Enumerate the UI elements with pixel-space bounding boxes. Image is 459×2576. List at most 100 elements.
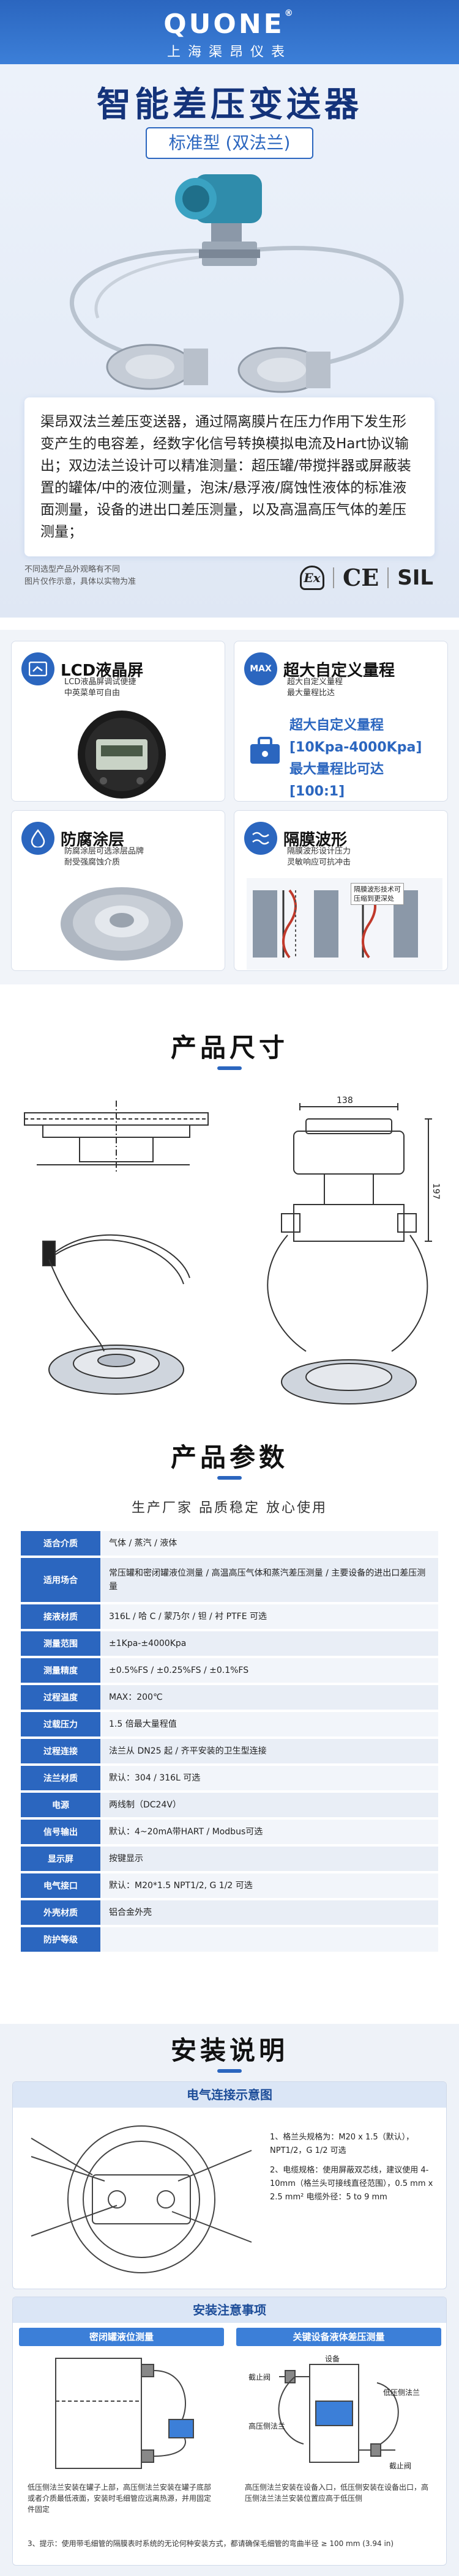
dim-138-label: 138 [337, 1096, 353, 1105]
transmitter-dimension-drawing: 138 197 [267, 1096, 441, 1404]
title-underline [217, 1066, 242, 1070]
table-row: 法兰材质默认：304 / 316L 可选 [21, 1766, 438, 1790]
label-low-pressure: 低压侧法兰 [383, 2388, 420, 2397]
table-row: 适合介质气体 / 蒸汽 / 液体 [21, 1531, 438, 1556]
param-key: 测量范围 [21, 1631, 100, 1656]
table-row: 防护等级 [21, 1927, 438, 1952]
feature-card-coating: 防腐涂层 防腐涂层可选涂层品牌 耐受强腐蚀介质 [11, 810, 225, 971]
table-row: 适用场合常压罐和密闭罐液位测量 / 高温高压气体和蒸汽差压测量 / 主要设备的进… [21, 1558, 438, 1602]
param-key: 适用场合 [21, 1558, 100, 1602]
wiring-title: 电气连接示意图 [13, 2082, 446, 2108]
feature-desc: 超大自定义量程 最大量程比达 [287, 677, 343, 698]
hero-section: QUONE® 上海渠昂仪表 智能差压变送器 标准型 (双法兰) [0, 0, 459, 618]
brand-logo: QUONE® [0, 9, 459, 40]
wiring-note: 1、格兰头规格为：M20 x 1.5（默认），NPT1/2，G 1/2 可选 [270, 2133, 414, 2155]
installation-notes-title: 安装注意事项 [13, 2297, 446, 2323]
feature-title: 隔膜波形 [283, 830, 348, 849]
param-key: 适合介质 [21, 1531, 100, 1556]
feature-card-diaphragm: 隔膜波形 隔膜波形设计压力 灵敏响应可抗冲击 隔膜波形技术可 压缩到更深处 [234, 810, 448, 971]
features-section: LCD液晶屏 LCD液晶屏调试便捷 中英菜单可自由 MAX [0, 630, 459, 984]
equipment-dp-title: 关键设备液体差压测量 [236, 2328, 441, 2346]
flange-dimension-drawing [24, 1101, 209, 1395]
param-key: 电气接口 [21, 1873, 100, 1898]
wiring-notes: 1、格兰头规格为：M20 x 1.5（默认），NPT1/2，G 1/2 可选 2… [270, 2131, 441, 2204]
closed-tank-title: 密闭罐液位测量 [19, 2328, 224, 2346]
lcd-display-image [78, 710, 166, 799]
title-underline [217, 2069, 242, 2073]
brand-reg-mark: ® [284, 9, 296, 18]
installation-section: 安装说明 电气连接示意图 1、格兰头规格为 [0, 2024, 459, 2576]
param-value: 316L / 哈 C / 蒙乃尔 / 钽 / 衬 PTFE 可选 [100, 1604, 438, 1629]
wiring-diagram [31, 2125, 252, 2273]
parameters-section: 产品参数 生产厂家 品质稳定 放心使用 适合介质气体 / 蒸汽 / 液体 适用场… [0, 1425, 459, 2024]
feature-desc: LCD液晶屏调试便捷 中英菜单可自由 [64, 677, 136, 698]
range-detail: 超大自定义量程 [10Kpa-4000Kpa] 最大量程比可达 [100:1] [289, 718, 422, 799]
installation-title: 安装说明 [170, 2035, 288, 2065]
equipment-dp-panel: 关键设备液体差压测量 截止阀 设备 低压侧法兰 高 [230, 2323, 446, 2537]
dimensions-section: 产品尺寸 [0, 1003, 459, 1425]
parameters-table: 适合介质气体 / 蒸汽 / 液体 适用场合常压罐和密闭罐液位测量 / 高温高压气… [21, 1529, 438, 1954]
max-range-icon: MAX [244, 652, 277, 685]
product-description-box: 渠昂双法兰差压变送器，通过隔离膜片在压力作用下发生形变产生的电容差，经数字化信号… [24, 397, 435, 556]
toolbox-icon [250, 737, 280, 764]
label-stop-valve-bottom: 截止阀 [389, 2462, 411, 2470]
feature-title: 防腐涂层 [61, 830, 125, 849]
diaphragm-wave-diagram [247, 878, 442, 970]
dim-197-label: 197 [431, 1183, 441, 1200]
param-key: 外壳材质 [21, 1900, 100, 1925]
table-row: 电气接口默认：M20*1.5 NPT1/2, G 1/2 可选 [21, 1873, 438, 1898]
dimensions-title: 产品尺寸 [170, 1033, 288, 1063]
param-key: 信号输出 [21, 1820, 100, 1844]
param-value: 气体 / 蒸汽 / 液体 [100, 1531, 438, 1556]
equipment-dp-text: 高压侧法兰安装在设备入口，低压侧安装在设备出口，高压侧法兰法兰安装位置应高于低压… [245, 2483, 429, 2503]
ce-certification-icon: CE [343, 564, 379, 591]
divider [333, 567, 334, 588]
param-key: 过载压力 [21, 1712, 100, 1736]
features-grid: LCD液晶屏 LCD液晶屏调试便捷 中英菜单可自由 MAX [11, 641, 448, 971]
param-key: 防护等级 [21, 1927, 100, 1952]
closed-tank-text: 低压侧法兰安装在罐子上部，高压侧法兰安装在罐子底部或者介质最低液面，安装时毛细管… [28, 2483, 212, 2514]
ex-certification-icon: Ex [300, 565, 324, 590]
title-underline [217, 1476, 242, 1480]
parameters-subtitle: 生产厂家 品质稳定 放心使用 [132, 1500, 327, 1516]
diaphragm-coating-image [61, 887, 183, 961]
param-value: 默认：4~20mA带HART / Modbus可选 [100, 1820, 438, 1844]
product-description: 渠昂双法兰差压变送器，通过隔离膜片在压力作用下发生形变产生的电容差，经数字化信号… [40, 414, 411, 540]
capillary-note: 3、提示：使用带毛细管的隔膜表时系统的无论何种安装方式，都请确保毛细管的弯曲半径… [28, 2539, 394, 2548]
param-value: 默认：304 / 316L 可选 [100, 1766, 438, 1790]
table-row: 测量精度±0.5%FS / ±0.25%FS / ±0.1%FS [21, 1658, 438, 1683]
param-value: 1.5 倍最大量程值 [100, 1712, 438, 1736]
hero-tag: 标准型 (双法兰) [146, 127, 313, 159]
param-key: 接液材质 [21, 1604, 100, 1629]
param-value: 常压罐和密闭罐液位测量 / 高温高压气体和蒸汽差压测量 / 主要设备的进出口差压… [100, 1558, 438, 1602]
table-row: 测量范围±1Kpa-±4000Kpa [21, 1631, 438, 1656]
feature-card-lcd: LCD液晶屏 LCD液晶屏调试便捷 中英菜单可自由 [11, 641, 225, 802]
param-value: ±0.5%FS / ±0.25%FS / ±0.1%FS [100, 1658, 438, 1683]
param-value [100, 1927, 438, 1952]
table-row: 电源两线制（DC24V） [21, 1793, 438, 1817]
table-row: 外壳材质铝合金外壳 [21, 1900, 438, 1925]
product-image [70, 174, 404, 393]
sil-certification-icon: SIL [397, 565, 434, 590]
label-high-pressure: 高压侧法兰 [248, 2421, 285, 2430]
brand-subtitle: 上海渠昂仪表 [166, 45, 292, 60]
hero-title: 智能差压变送器 [97, 85, 362, 125]
closed-tank-panel: 密闭罐液位测量 低压侧法兰安装在罐子上部，高压侧法兰安装在罐子底部或者介质最低液… [13, 2323, 230, 2537]
param-key: 法兰材质 [21, 1766, 100, 1790]
param-value: 按键显示 [100, 1847, 438, 1871]
table-row: 信号输出默认：4~20mA带HART / Modbus可选 [21, 1820, 438, 1844]
param-key: 过程连接 [21, 1739, 100, 1763]
brand-band [0, 0, 459, 64]
lcd-icon [21, 652, 54, 685]
table-row: 过程连接法兰从 DN25 起 / 齐平安装的卫生型连接 [21, 1739, 438, 1763]
param-value: 法兰从 DN25 起 / 齐平安装的卫生型连接 [100, 1739, 438, 1763]
brand-logo-text: QUONE [163, 9, 285, 40]
image-disclaimer: 不同选型产品外观略有不同 图片仅作示意，具体以实物为准 [24, 565, 136, 586]
param-value: 两线制（DC24V） [100, 1793, 438, 1817]
param-value: 铝合金外壳 [100, 1900, 438, 1925]
feature-card-range: MAX 超大自定义量程 超大自定义量程 最大量程比达 超大自定义量程 [10Kp… [234, 641, 448, 802]
feature-title: 超大自定义量程 [283, 661, 395, 680]
parameters-title: 产品参数 [170, 1442, 288, 1472]
